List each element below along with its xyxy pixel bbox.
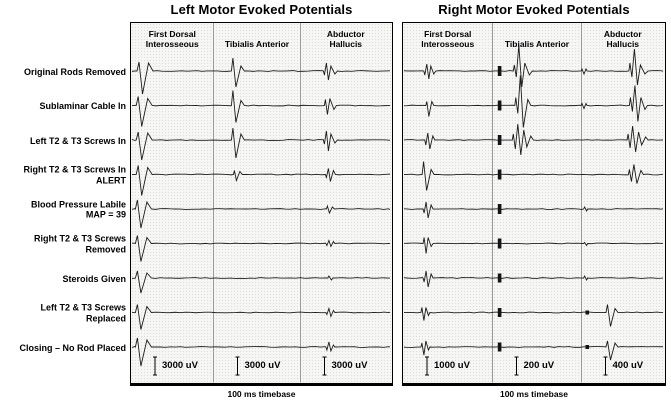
scale-label: 400 uV [612,360,644,371]
mep-trace [403,340,664,361]
scale-label: 200 uV [523,360,555,371]
mep-trace [403,123,664,156]
traces-plot [131,23,391,383]
stimulus-artifact [497,100,502,111]
stimulus-artifact [497,342,502,352]
column-header: Tibialis Anterior [224,39,290,49]
stimulus-artifact [497,204,502,214]
stimulus-artifact [497,135,502,145]
mep-trace [403,237,664,254]
column-header: Tibialis Anterior [504,39,570,49]
column-header: First Dorsal Interosseous [421,29,475,49]
row-label: Left T2 & T3 Screws In [29,135,126,146]
column-header: Abductor Hallucis [326,29,365,49]
scale-label: 3000 uV [162,360,198,371]
scale-bar [425,356,429,376]
column-header: First Dorsal Interosseous [145,29,199,49]
stimulus-artifact [497,66,502,76]
row-label: Sublaminar Cable In [39,100,126,111]
mep-trace [403,161,664,191]
panel-left: First Dorsal Interosseous 3000 uV Tibialis… [130,22,393,386]
stimulus-artifact [585,310,590,315]
column-header: Abductor Hallucis [603,29,642,49]
mep-trace [131,235,391,262]
mep-trace [131,270,391,294]
stimulus-artifact [585,345,590,349]
row-label: Blood Pressure Labile MAP = 39 [30,199,126,220]
timebase-label: 100 ms timebase [227,389,296,399]
mep-trace [131,199,391,229]
mep-trace [131,304,391,330]
mep-trace [131,165,391,196]
row-label: Right T2 & T3 Screws In ALERT [23,164,126,186]
scale-bar [153,356,157,376]
panel-title: Left Motor Evoked Potentials [170,2,353,17]
mep-trace [131,90,391,127]
mep-trace [131,127,391,161]
traces-plot [403,23,664,383]
panel-title: Right Motor Evoked Potentials [438,2,630,17]
row-label: Steroids Given [62,273,126,284]
stimulus-artifact [497,169,502,180]
stimulus-artifact [497,238,502,249]
scale-bar [514,356,519,376]
mep-trace [403,304,664,327]
mep-trace [403,270,664,288]
timebase-label: 100 ms timebase [499,389,569,399]
mep-trace [403,201,664,219]
row-label: Right T2 & T3 Screws Removed [33,233,126,255]
mep-trace [403,44,664,88]
mep-trace [131,337,391,367]
stimulus-artifact [497,308,502,317]
scale-bar [603,356,608,376]
row-label: Closing – No Rod Placed [19,342,126,353]
scale-bar [235,356,240,376]
scale-label: 3000 uV [244,360,281,371]
mep-trace [403,75,664,128]
row-label: Left T2 & T3 Screws Replaced [40,302,126,324]
scale-label: 1000 uV [434,360,470,371]
mep-trace [131,57,391,95]
scale-bar [322,356,327,376]
stimulus-artifact [497,273,502,283]
panel-right: First Dorsal Interosseous 1000 uV Tibialis… [402,22,666,386]
row-label: Original Rods Removed [23,66,126,77]
scale-label: 3000 uV [331,360,368,371]
